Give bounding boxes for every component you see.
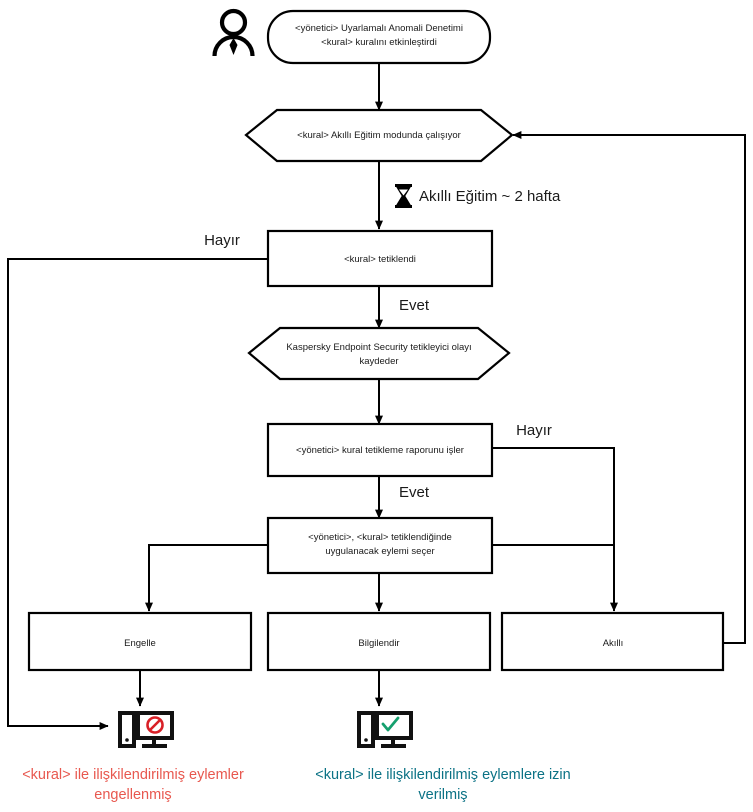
node-admin-selects-action: <yönetici>, <kural> tetiklendiğinde uygu… <box>266 516 494 575</box>
node-rule-triggered-label: <kural> tetiklendi <box>344 254 416 265</box>
person-icon <box>212 8 255 57</box>
edge-label-report-no: Hayır <box>516 422 552 439</box>
node-smart: Akıllı <box>500 611 725 672</box>
node-admin-report-label: <yönetici> kural tetikleme raporunu işle… <box>296 445 464 456</box>
node-rule-triggered: <kural> tetiklendi <box>266 229 494 288</box>
edge-label-report-yes: Evet <box>399 484 430 501</box>
node-start-line1: <yönetici> Uyarlamalı Anomali Denetimi <box>295 23 463 34</box>
edge-report-no <box>492 447 618 612</box>
outcome-allowed-line1: <kural> ile ilişkilendirilmiş eylemlere … <box>315 767 570 783</box>
node-block: Engelle <box>27 611 253 672</box>
outcome-blocked-line2: engellenmiş <box>94 787 171 803</box>
node-start-line2: <kural> kuralını etkinleştirdi <box>321 37 437 48</box>
edge-label-triggered-no: Hayır <box>204 232 240 249</box>
edge-triggered-no <box>7 258 268 730</box>
node-kes-logs-event: Kaspersky Endpoint Security tetikleyici … <box>247 326 511 381</box>
edge-action-to-block <box>145 544 268 612</box>
edge-label-triggered-yes: Evet <box>399 297 430 314</box>
outcome-allowed-line2: verilmiş <box>418 787 467 803</box>
node-inform-label: Bilgilendir <box>358 638 399 649</box>
node-smart-label: Akıllı <box>603 638 624 649</box>
node-kes-logs-line1: Kaspersky Endpoint Security tetikleyici … <box>286 342 471 353</box>
node-block-label: Engelle <box>124 638 156 649</box>
outcome-blocked-line1: <kural> ile ilişkilendirilmiş eylemler <box>22 767 244 783</box>
node-admin-action-line2: uygulanacak eylemi seçer <box>325 546 434 557</box>
monitor-allowed-icon <box>357 711 413 748</box>
edge-smart-loopback <box>512 131 746 644</box>
monitor-blocked-icon <box>118 711 174 748</box>
hourglass-icon <box>395 184 412 208</box>
node-admin-processes-report: <yönetici> kural tetikleme raporunu işle… <box>266 422 494 478</box>
timer-label: Akıllı Eğitim ~ 2 hafta <box>419 188 561 205</box>
node-inform: Bilgilendir <box>266 611 492 672</box>
node-smart-training-state: <kural> Akıllı Eğitim modunda çalışıyor <box>244 108 514 163</box>
node-start: <yönetici> Uyarlamalı Anomali Denetimi <… <box>266 9 492 65</box>
node-smart-training-label: <kural> Akıllı Eğitim modunda çalışıyor <box>297 130 461 141</box>
node-kes-logs-line2: kaydeder <box>359 356 398 367</box>
node-admin-action-line1: <yönetici>, <kural> tetiklendiğinde <box>308 532 452 543</box>
